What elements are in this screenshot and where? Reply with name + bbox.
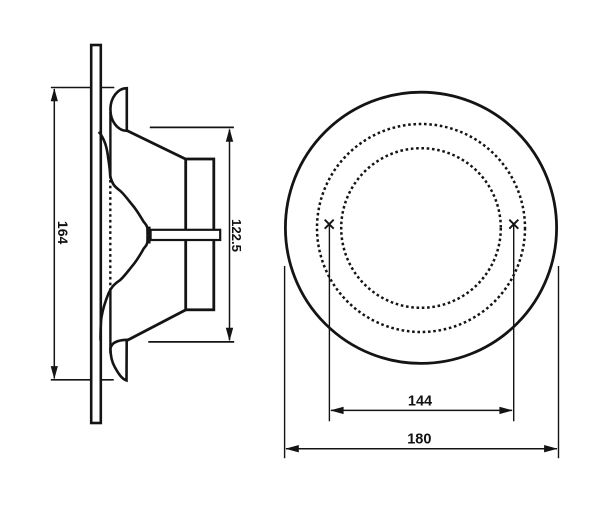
svg-text:180: 180 (407, 431, 431, 447)
svg-text:164: 164 (55, 221, 71, 245)
svg-text:144: 144 (408, 393, 432, 409)
svg-text:122.5: 122.5 (229, 219, 244, 252)
